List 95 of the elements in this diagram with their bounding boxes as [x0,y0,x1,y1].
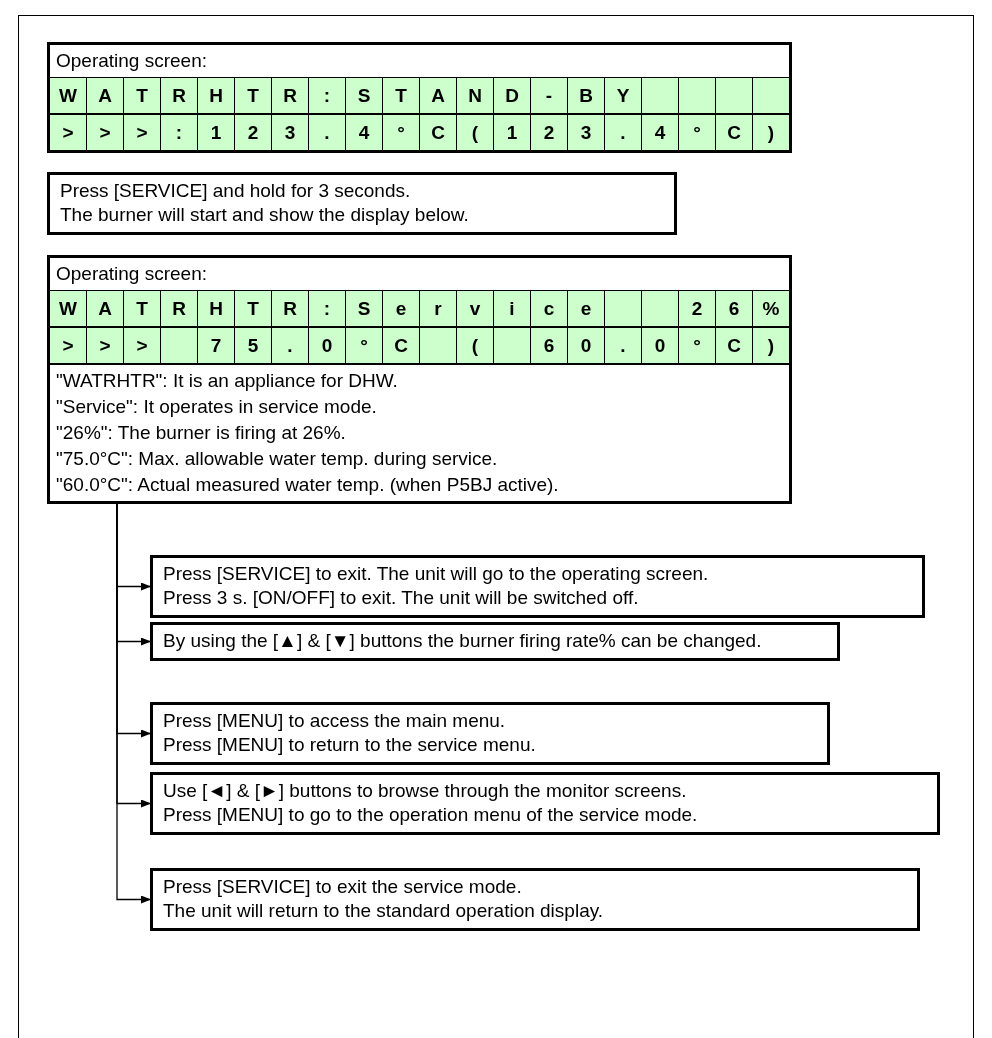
display-character-cell: . [605,115,642,150]
display-character-cell: 3 [568,115,605,150]
display-character-cell: N [457,78,494,113]
instruction-text: Press [MENU] to go to the operation menu of the service mode. [162,803,699,827]
display-panel [47,42,792,153]
display-character-cell: A [87,291,124,326]
display-character-cell: C [420,115,457,150]
display-character-cell: 4 [346,115,383,150]
display-character-cell: S [346,78,383,113]
instruction-text: Press [MENU] to return to the service menu. [162,733,537,757]
display-character-cell: - [531,78,568,113]
display-character-cell: c [531,291,568,326]
display-character-cell: C [716,115,753,150]
instruction-box [47,172,677,235]
instruction-box [150,868,920,931]
display-character-cell: 6 [531,328,568,363]
display-character-cell: R [161,78,198,113]
display-character-cell: > [50,115,87,150]
display-character-cell: > [87,328,124,363]
display-character-cell: ° [383,115,420,150]
display-character-cell: . [309,115,346,150]
display-character-cell: T [235,291,272,326]
instruction-text: Press [SERVICE] to exit the service mode. [162,875,523,899]
display-character-cell: T [383,78,420,113]
instruction-box [150,555,925,618]
display-character-cell: 1 [198,115,235,150]
display-character-cell: A [87,78,124,113]
display-character-cell: R [161,291,198,326]
instruction-text: Press [MENU] to access the main menu. [162,709,507,733]
display-character-cell: : [161,115,198,150]
display-character-cell: % [753,291,789,326]
display-character-cell: > [124,328,161,363]
display-character-cell: 0 [309,328,346,363]
instruction-text: Press 3 s. [ON/OFF] to exit. The unit will be switched off. [162,586,640,610]
display-character-cell: r [420,291,457,326]
description-text: "Service": It operates in service mode. [55,395,378,419]
display-character-cell: 5 [235,328,272,363]
instruction-text: Press [SERVICE] and hold for 3 seconds. [59,179,412,203]
instruction-text: The burner will start and show the display below. [59,203,470,227]
description-text: "26%": The burner is firing at 26%. [55,421,347,445]
display-character-cell: ° [346,328,383,363]
instruction-box [150,622,840,661]
display-character-cell: T [124,78,161,113]
display-character-cell: H [198,291,235,326]
display-character-cell: H [198,78,235,113]
display-character-cell: C [383,328,420,363]
display-character-cell: R [272,78,309,113]
display-character-cell: > [50,328,87,363]
display-character-cell: ° [679,328,716,363]
display-character-cell: R [272,291,309,326]
instruction-text: Press [SERVICE] to exit. The unit will go to the operating screen. [162,562,710,586]
display-character-cell: > [87,115,124,150]
display-character-cell: 0 [568,328,605,363]
display-character-cell: . [272,328,309,363]
display-character-cell: 1 [494,115,531,150]
display-character-cell: Y [605,78,642,113]
display-character-cell: 2 [531,115,568,150]
instruction-text: Use [◄] & [►] buttons to browse through the monitor screens. [162,779,688,803]
display-character-cell: 0 [642,328,679,363]
instruction-text: By using the [▲] & [▼] buttons the burner firing rate% can be changed. [162,629,763,653]
display-character-cell: 3 [272,115,309,150]
display-character-cell: W [50,78,87,113]
display-character-cell: D [494,78,531,113]
display-character-cell: ° [679,115,716,150]
display-character-cell: 7 [198,328,235,363]
display-character-cell: ( [457,115,494,150]
display-character-cell: e [383,291,420,326]
instruction-box [150,772,940,835]
display-character-cell: C [716,328,753,363]
display-character-cell: v [457,291,494,326]
display-character-cell: ) [753,328,789,363]
display-character-cell: > [124,115,161,150]
display-character-cell: ( [457,328,494,363]
display-character-cell: B [568,78,605,113]
instruction-box [150,702,830,765]
display-character-cell: : [309,78,346,113]
display-character-cell: 2 [235,115,272,150]
display-character-cell: . [605,328,642,363]
display-character-cell: e [568,291,605,326]
display-panel [47,255,792,504]
display-character-cell: 6 [716,291,753,326]
display-character-cell: 4 [642,115,679,150]
display-character-cell: 2 [679,291,716,326]
display-character-cell: S [346,291,383,326]
display-character-cell: W [50,291,87,326]
description-text: "75.0°C": Max. allowable water temp. during service. [55,447,499,471]
description-text: "WATRHTR": It is an appliance for DHW. [55,369,399,393]
description-text: "60.0°C": Actual measured water temp. (when P5BJ active). [55,473,560,497]
display-character-cell: : [309,291,346,326]
instruction-text: The unit will return to the standard operation display. [162,899,605,923]
display-character-cell: T [124,291,161,326]
display-character-cell: T [235,78,272,113]
display-character-cell: A [420,78,457,113]
display-character-cell: i [494,291,531,326]
display-character-cell: ) [753,115,789,150]
